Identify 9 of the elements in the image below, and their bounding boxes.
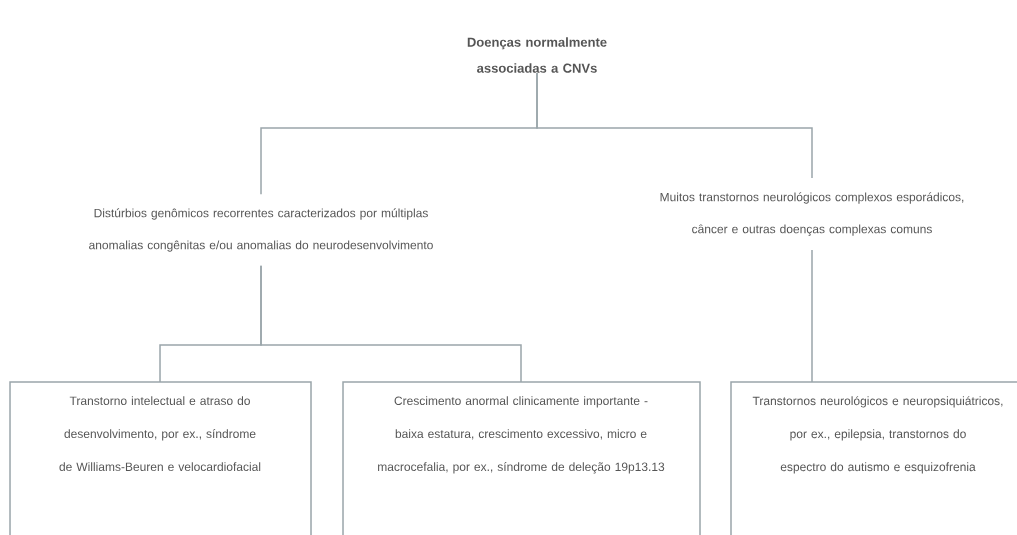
category-text: Distúrbios genômicos recorrentes caracterizados por múltiplas anomalias congênitas e/ou anomalias do neurodesenvolvimento	[89, 208, 433, 252]
disease-box: Crescimento anormal clinicamente importante - baixa estatura, crescimento excessivo, micro e macrocefalia, por ex., síndrome de deleção 19p13.13	[342, 381, 701, 535]
connector-line	[536, 72, 813, 179]
disease-box: Transtorno intelectual e atraso do desenvolvimento, por ex., síndrome de Williams-Beuren e velocardiofacial	[9, 381, 312, 535]
disease-box: Transtornos neurológicos e neuropsiquiátricos, por ex., epilepsia, transtornos do espectro do autismo e esquizofrenia	[730, 381, 1017, 535]
connector-line	[260, 265, 522, 383]
connector-line	[811, 249, 813, 383]
category-text: Muitos transtornos neurológicos complexos esporádicos, câncer e outras doenças complexas comuns	[660, 192, 964, 236]
heading: Doenças normalmente associadas a CNVs	[467, 37, 607, 73]
